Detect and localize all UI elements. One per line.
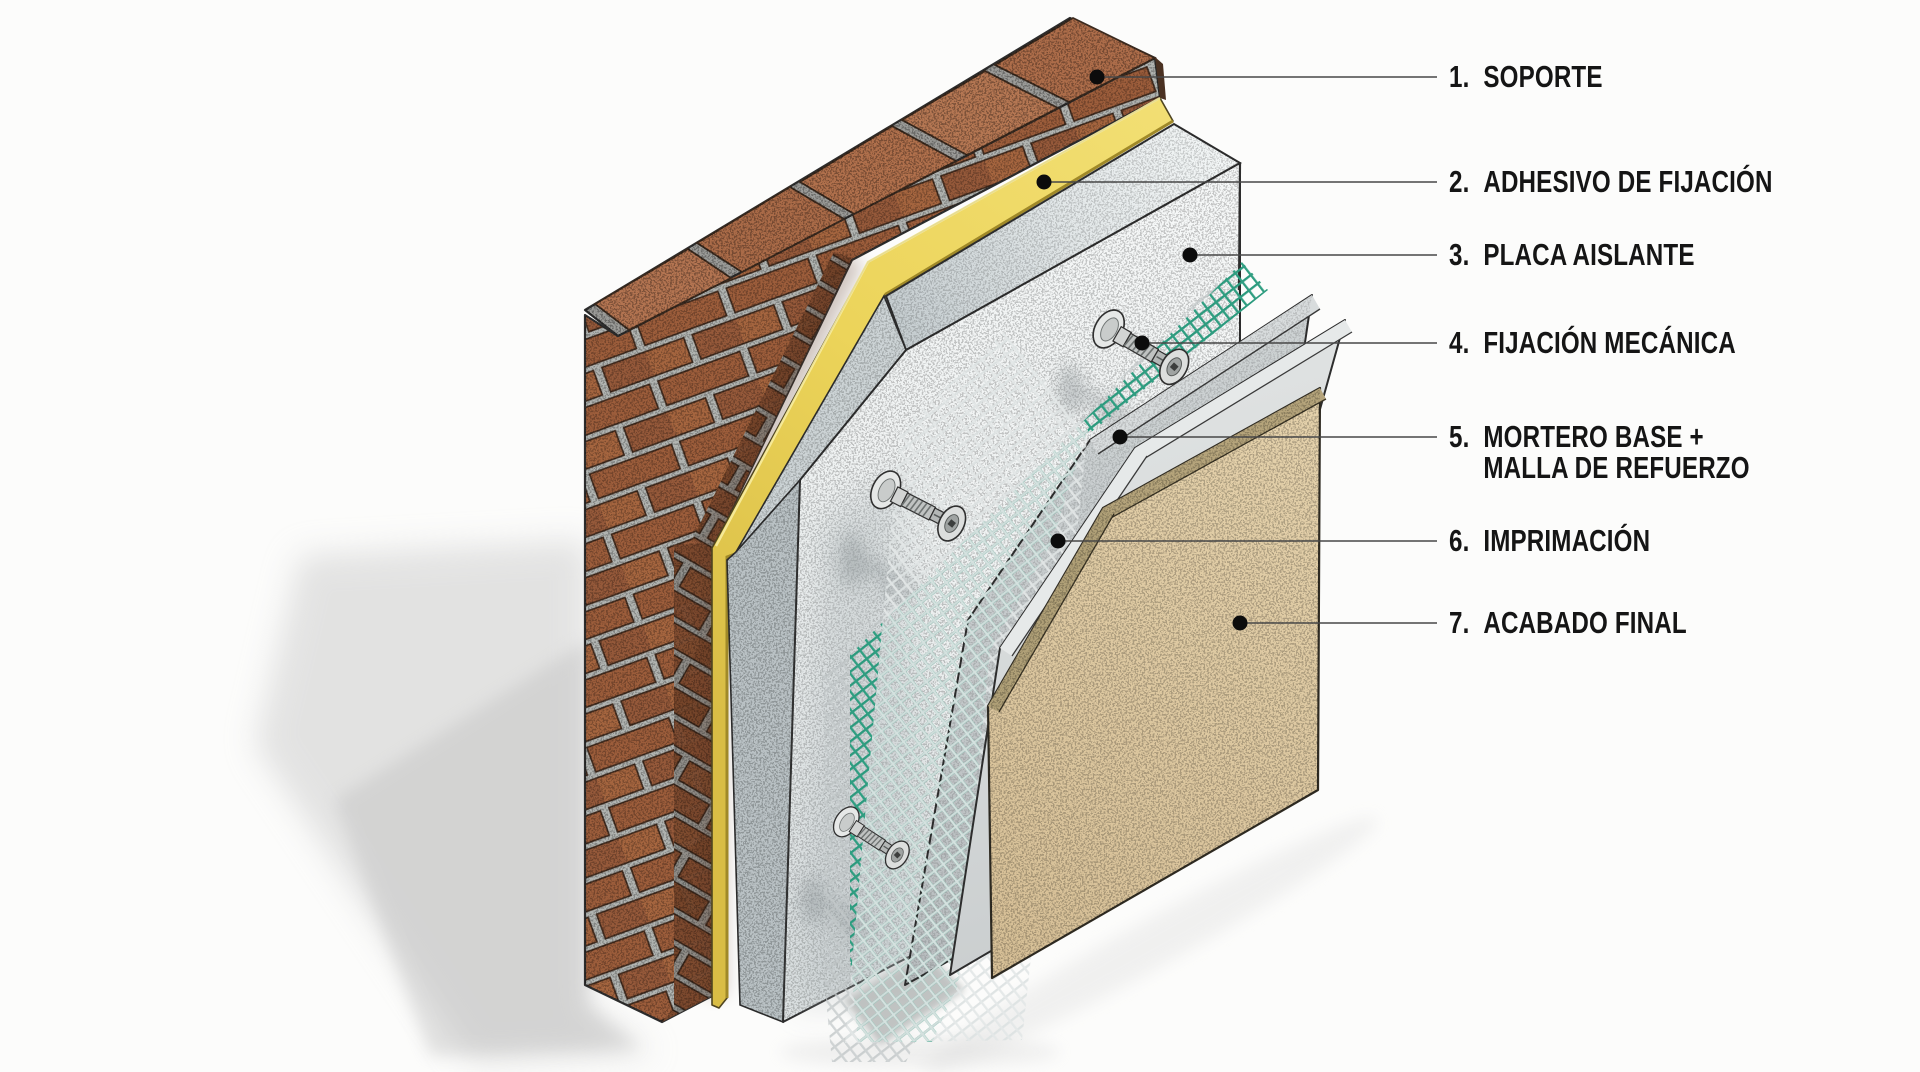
floor-shadow bbox=[255, 540, 1378, 1072]
finish-panel bbox=[986, 386, 1327, 980]
leader-dots bbox=[1036, 69, 1248, 631]
brick-wall bbox=[583, 16, 1166, 1024]
leader-lines bbox=[1044, 76, 1437, 624]
